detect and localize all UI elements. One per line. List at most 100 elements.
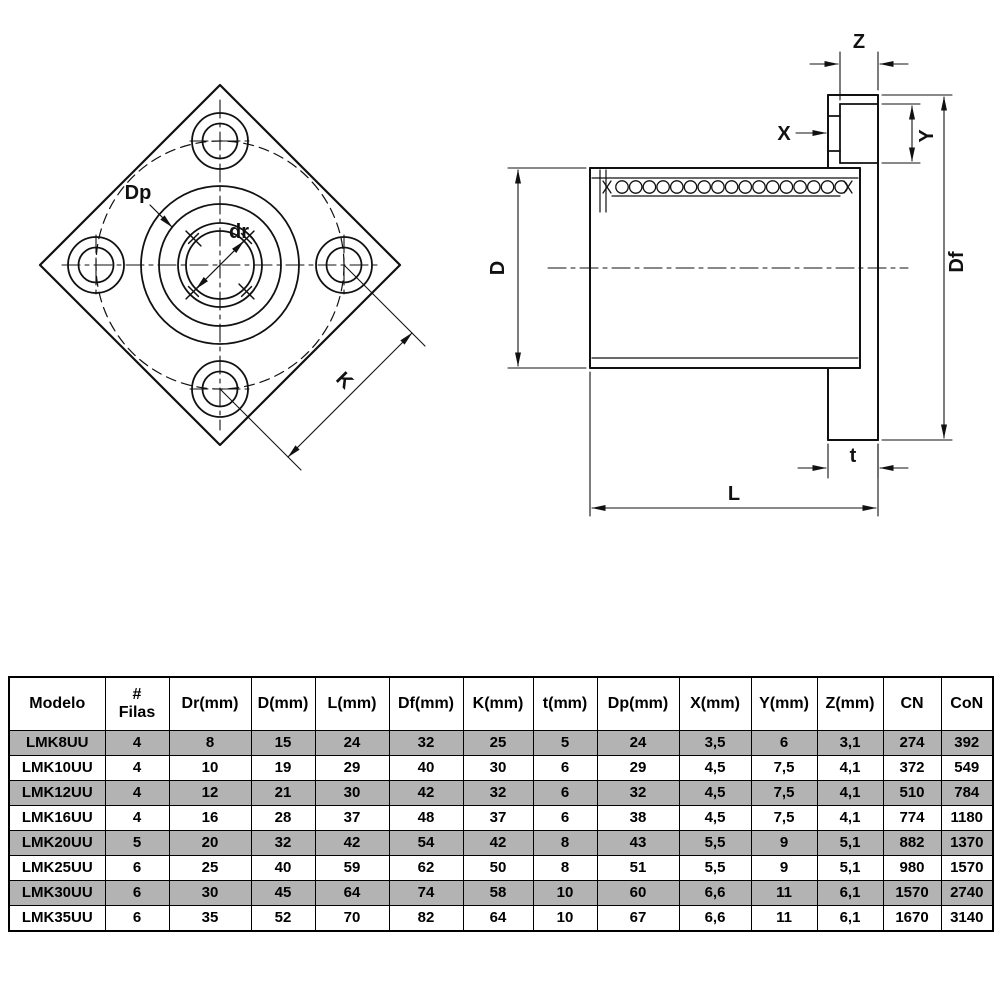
dr-dimension-line [195,240,245,290]
value-cell: 42 [462,830,534,856]
value-cell: 1670 [882,905,942,932]
ball-row [615,180,849,194]
value-cell: 50 [462,855,534,881]
value-cell: 7,5 [750,805,818,831]
hatch-line [240,285,253,298]
label-z: Z [853,31,865,53]
value-cell: 62 [388,855,464,881]
hatch-line [187,232,200,245]
value-cell: 54 [388,830,464,856]
value-cell: 64 [314,880,390,906]
value-cell: 35 [168,905,252,932]
model-cell: LMK20UU [8,830,106,856]
flange-plate-outline [827,94,879,441]
value-cell: 25 [168,855,252,881]
value-cell: 42 [388,780,464,806]
technical-drawing: Dp dr K [38,31,968,517]
value-cell: 8 [532,830,598,856]
k-dimension-line [287,332,413,458]
dimension-z: Z [809,31,909,101]
value-cell: 10 [532,905,598,932]
end-mark [602,180,612,194]
model-cell: LMK35UU [8,905,106,932]
value-cell: 6,1 [816,880,884,906]
value-cell: 2740 [940,880,994,906]
value-cell: 70 [314,905,390,932]
value-cell: 6 [532,755,598,781]
value-cell: 32 [250,830,316,856]
value-cell: 1570 [940,855,994,881]
value-cell: 1180 [940,805,994,831]
mounting-holes [67,112,373,418]
column-header: K(mm) [462,676,534,731]
value-cell: 74 [388,880,464,906]
k-extension-line [219,388,302,471]
value-cell: 5,5 [678,855,752,881]
hatch-line [187,285,200,298]
value-cell: 42 [314,830,390,856]
value-cell: 10 [168,755,252,781]
column-header: Y(mm) [750,676,818,731]
mounting-hole-inner [201,122,239,160]
value-cell: 45 [250,880,316,906]
mounting-hole-outer [315,236,373,294]
value-cell: 58 [462,880,534,906]
value-cell: 29 [596,755,680,781]
dimension-dr: dr [195,221,249,290]
value-cell: 37 [462,805,534,831]
model-cell: LMK16UU [8,805,106,831]
ball-bearing-circle [683,180,698,194]
bearing-outer-circle [140,185,300,345]
value-cell: 40 [250,855,316,881]
value-cell: 8 [532,855,598,881]
value-cell: 4,5 [678,805,752,831]
value-cell: 9 [750,830,818,856]
value-cell: 3,1 [816,730,884,756]
value-cell: 4,1 [816,805,884,831]
dimension-df: Df [881,94,968,441]
value-cell: 8 [168,730,252,756]
value-cell: 16 [168,805,252,831]
value-cell: 980 [882,855,942,881]
value-cell: 6 [104,855,170,881]
value-cell: 6 [532,780,598,806]
value-cell: 38 [596,805,680,831]
value-cell: 32 [388,730,464,756]
dimension-y: Y [881,103,938,164]
ball-bearing-circle [669,180,684,194]
column-header: CoN [940,676,994,731]
label-y: Y [916,129,938,143]
value-cell: 5,5 [678,830,752,856]
value-cell: 59 [314,855,390,881]
value-cell: 510 [882,780,942,806]
dp-leader-line [149,204,173,228]
value-cell: 7,5 [750,780,818,806]
value-cell: 32 [462,780,534,806]
value-cell: 6 [104,880,170,906]
value-cell: 37 [314,805,390,831]
label-df: Df [946,251,968,272]
value-cell: 5 [104,830,170,856]
hatch-line [240,232,253,245]
ball-bearing-circle [697,180,712,194]
ball-bearing-circle [642,180,657,194]
column-header: Dp(mm) [596,676,680,731]
value-cell: 4,1 [816,780,884,806]
k-extension-line [343,264,426,347]
ball-bearing-circle [656,180,670,194]
value-cell: 43 [596,830,680,856]
value-cell: 51 [596,855,680,881]
value-cell: 60 [596,880,680,906]
value-cell: 6 [532,805,598,831]
ball-bearing-circle [793,180,807,194]
bearing-body-outline [589,167,861,369]
value-cell: 774 [882,805,942,831]
dimension-x: X [777,123,827,145]
